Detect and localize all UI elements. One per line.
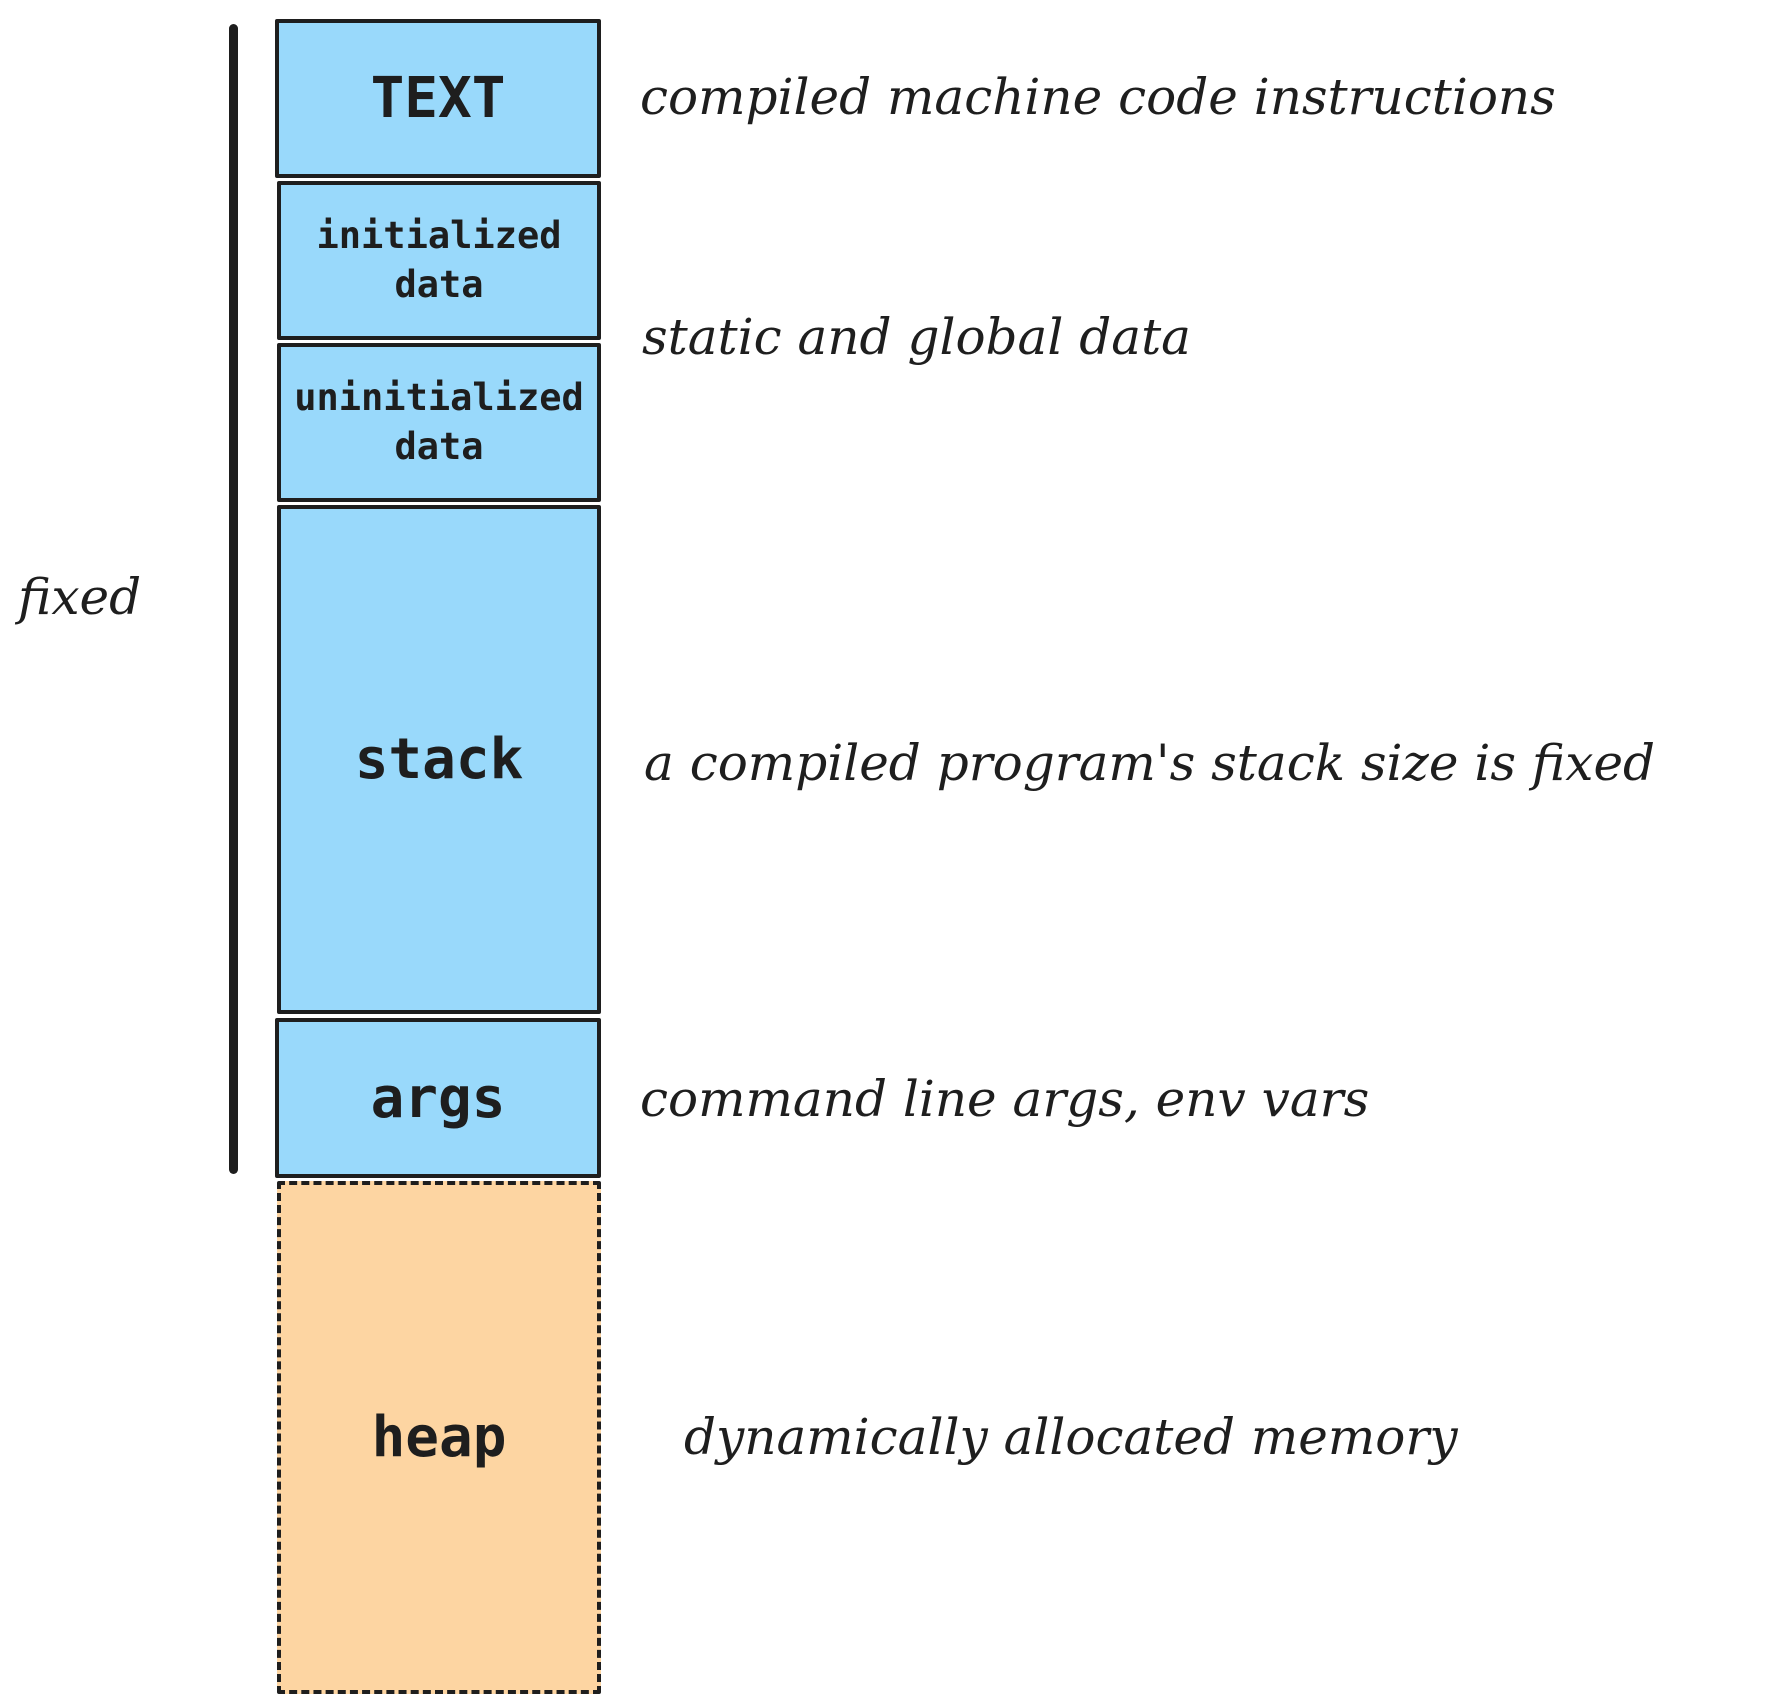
fixed-region-bracket [229, 24, 238, 1174]
text-segment-label: TEXT [370, 66, 506, 131]
uninitialized-data-label-line2: data [394, 424, 484, 468]
stack-annotation: a compiled program's stack size is fixed [644, 734, 1656, 792]
heap-annotation: dynamically allocated memory [684, 1408, 1458, 1466]
stack-segment: stack [277, 505, 601, 1014]
data-annotation: static and global data [642, 308, 1191, 366]
text-annotation: compiled machine code instructions [640, 68, 1556, 126]
heap-segment: heap [277, 1181, 601, 1694]
heap-segment-label: heap [371, 1405, 507, 1470]
initialized-data-label-line2: data [394, 262, 484, 306]
args-segment: args [275, 1018, 601, 1178]
fixed-label: fixed [18, 568, 142, 626]
args-segment-label: args [370, 1065, 506, 1131]
initialized-data-segment: initialized data [277, 181, 601, 340]
initialized-data-label-line1: initialized [316, 214, 562, 258]
text-segment: TEXT [275, 19, 601, 178]
uninitialized-data-label-line1: uninitialized [294, 376, 584, 420]
uninitialized-data-segment: uninitialized data [277, 343, 601, 502]
args-annotation: command line args, env vars [640, 1070, 1370, 1128]
stack-segment-label: stack [354, 727, 524, 792]
